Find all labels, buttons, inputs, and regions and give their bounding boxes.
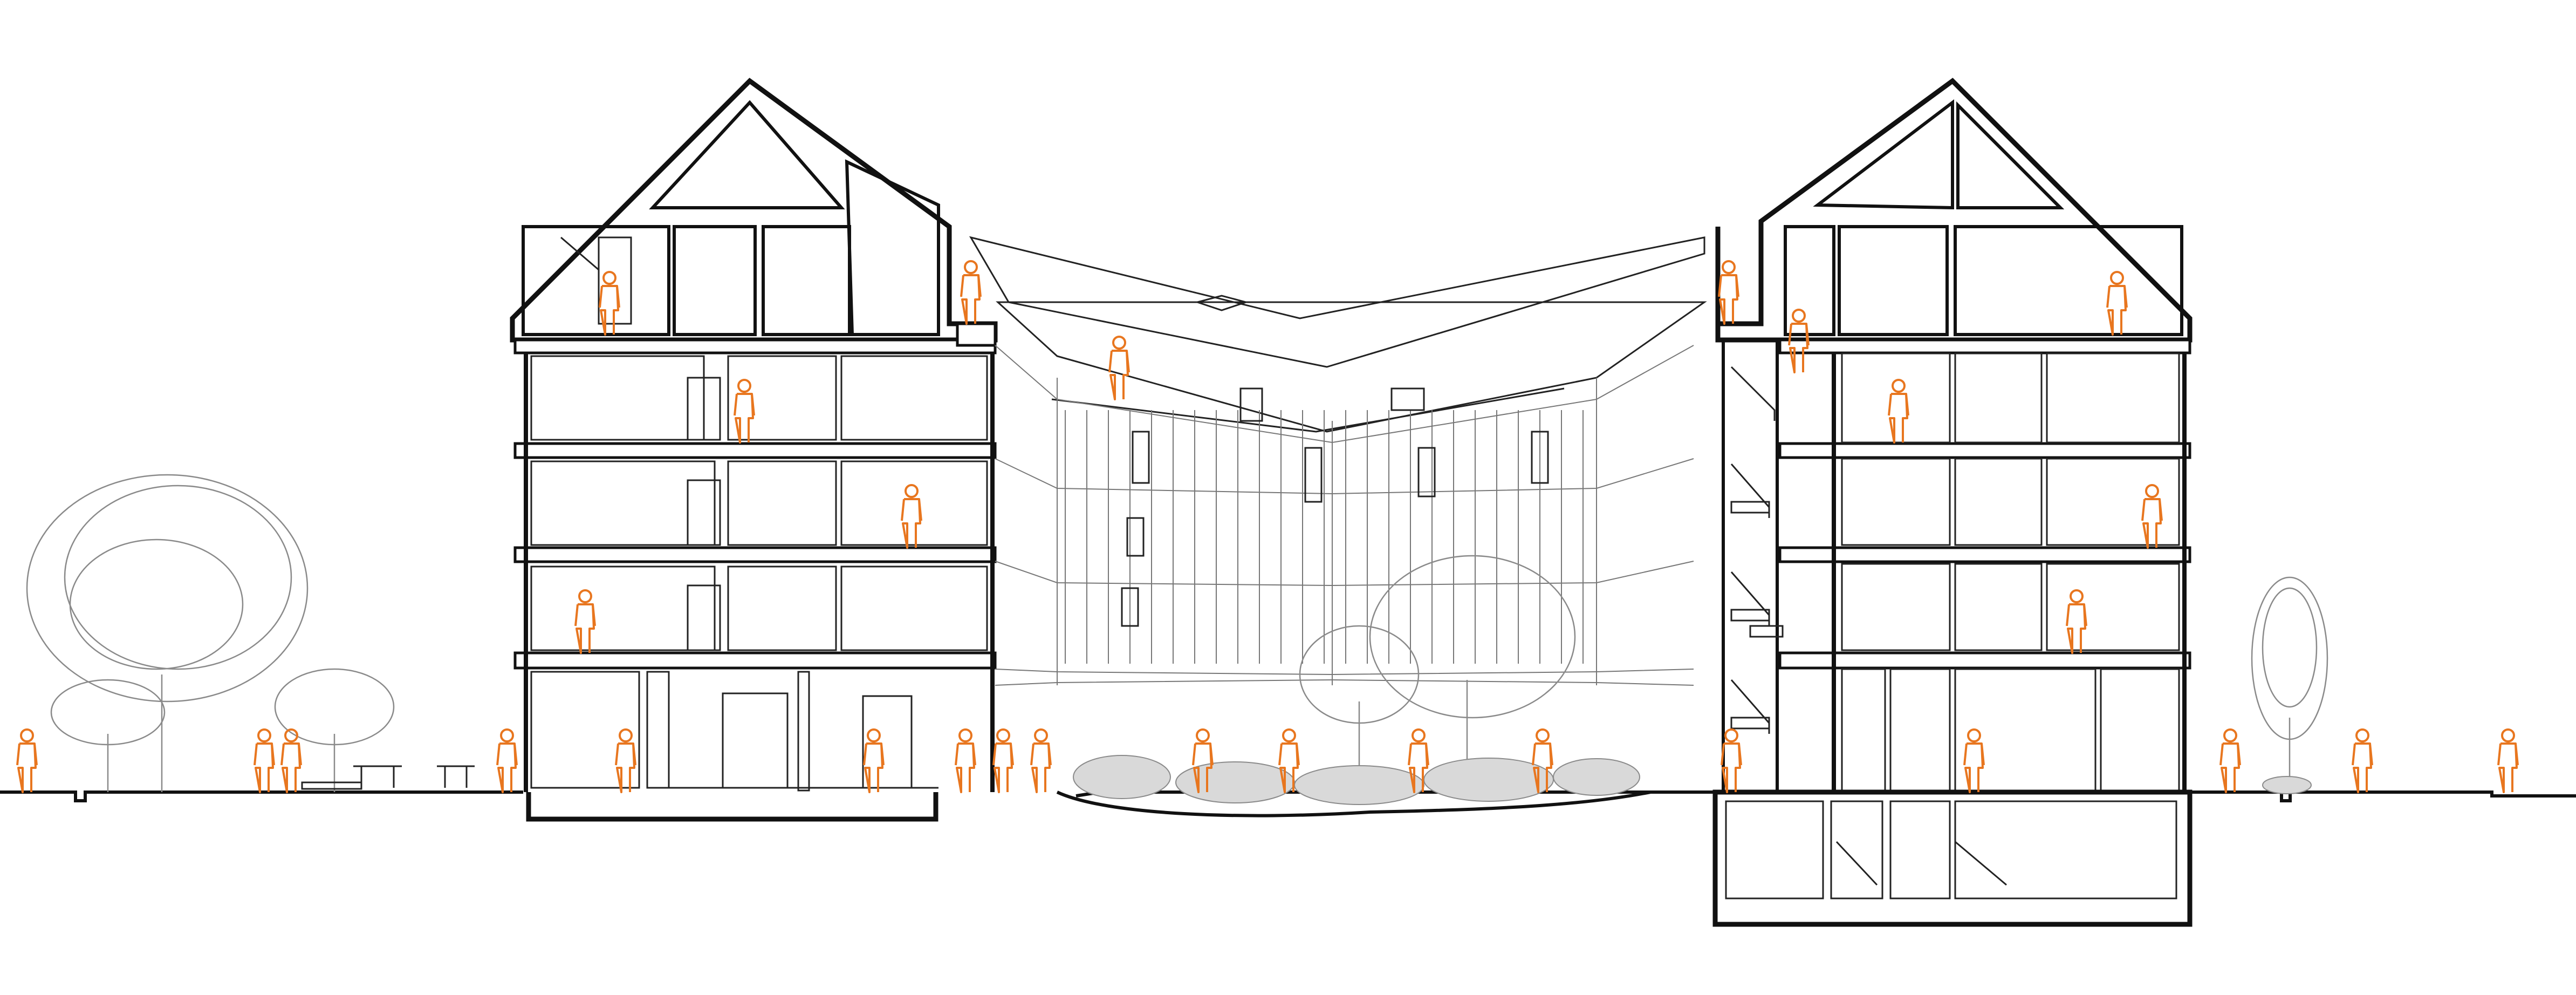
tree-left-small — [50, 668, 395, 792]
person-icon — [2066, 589, 2087, 654]
person-icon — [1030, 728, 1052, 793]
person-icon — [1718, 260, 1739, 325]
left-wing — [510, 78, 998, 792]
courtyard-facade — [969, 236, 1707, 686]
person-icon — [2352, 728, 2373, 793]
person-icon — [599, 271, 620, 336]
person-icon — [1108, 336, 1130, 400]
person-icon — [2106, 271, 2128, 336]
vegetation — [26, 474, 2328, 805]
person-icon — [1408, 728, 1429, 793]
tree-left-large — [26, 474, 309, 792]
person-icon — [901, 484, 922, 549]
person-icon — [16, 728, 38, 793]
outdoor-tables — [301, 765, 475, 790]
person-icon — [863, 728, 885, 793]
tree-right — [2251, 576, 2328, 794]
person-icon — [2141, 484, 2163, 549]
people-figures — [16, 260, 2519, 793]
person-icon — [1532, 728, 1553, 793]
person-icon — [960, 260, 982, 325]
person-icon — [2497, 728, 2519, 793]
person-icon — [1963, 728, 1985, 793]
person-icon — [1721, 728, 1742, 793]
person-icon — [955, 728, 976, 793]
person-icon — [1192, 728, 1214, 793]
person-icon — [734, 379, 755, 444]
person-icon — [1888, 379, 1909, 444]
person-icon — [2219, 728, 2241, 793]
right-wing — [1712, 78, 2193, 927]
courtyard-planting — [1073, 755, 1640, 805]
person-icon — [1278, 728, 1300, 793]
person-icon — [992, 728, 1014, 793]
person-icon — [496, 728, 518, 793]
person-icon — [254, 728, 275, 793]
person-icon — [280, 728, 302, 793]
person-icon — [615, 728, 636, 793]
person-icon — [574, 589, 596, 654]
person-icon — [1788, 309, 1810, 373]
